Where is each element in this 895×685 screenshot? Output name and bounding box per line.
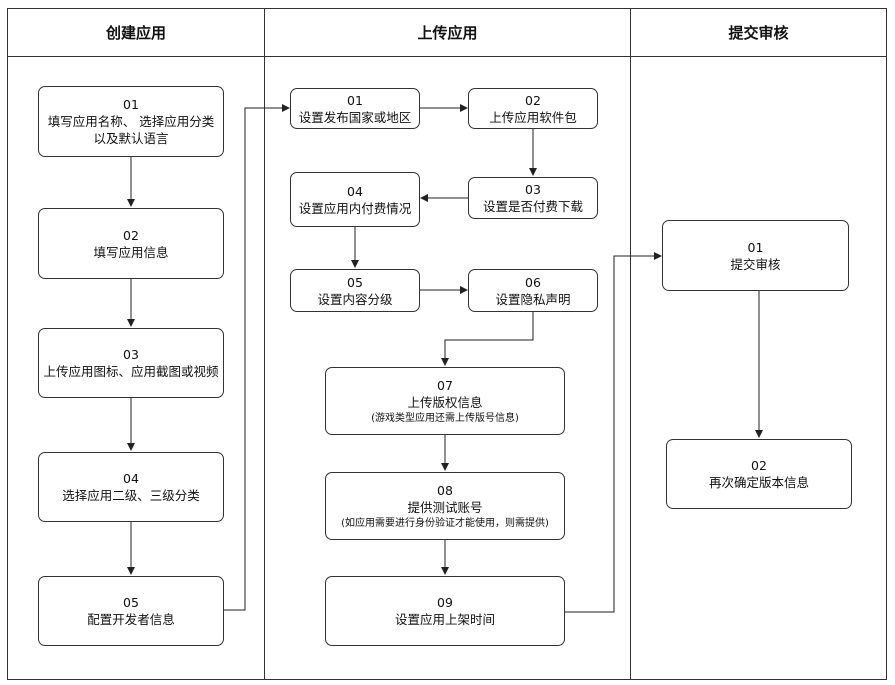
step-number: 02: [525, 92, 541, 108]
create-step-01: 01 填写应用名称、 选择应用分类 以及默认语言: [38, 86, 224, 157]
step-number: 05: [347, 274, 363, 290]
arrow-create05-upload01: [224, 104, 290, 611]
submit-step-02: 02 再次确定版本信息: [666, 439, 852, 509]
step-text: 配置开发者信息: [87, 612, 175, 627]
create-step-02: 02 填写应用信息: [38, 208, 224, 279]
step-text: 设置应用内付费情况: [298, 200, 412, 216]
upload-step-05: 05 设置内容分级: [290, 269, 420, 312]
step-number: 06: [525, 274, 541, 290]
step-number: 01: [747, 239, 764, 255]
step-text: 上传版权信息: [407, 394, 483, 410]
step-text: 设置应用上架时间: [394, 612, 495, 627]
create-step-05: 05 配置开发者信息: [38, 576, 224, 646]
step-text: 设置内容分级: [317, 291, 393, 307]
step-text: 选择应用二级、三级分类: [62, 488, 200, 503]
lane-title-upload: 上传应用: [417, 23, 478, 42]
step-number: 04: [123, 471, 139, 486]
arrow-upload09-submit01: [565, 252, 662, 613]
upload-step-03: 03 设置是否付费下载: [468, 177, 598, 219]
step-number: 03: [525, 182, 541, 197]
step-number: 02: [751, 458, 767, 473]
step-number: 04: [347, 183, 363, 199]
step-number: 01: [347, 92, 363, 108]
step-number: 08: [437, 482, 453, 498]
step-text: 再次确定版本信息: [708, 475, 809, 490]
create-step-04: 04 选择应用二级、三级分类: [38, 452, 224, 522]
upload-step-01: 01 设置发布国家或地区: [290, 88, 420, 129]
arrow-upload-06-07: [441, 312, 534, 366]
submit-step-01: 01 提交审核: [662, 220, 849, 291]
step-text: 上传应用软件包: [489, 109, 577, 125]
lane-title-submit: 提交审核: [728, 23, 789, 42]
create-step-03: 03 上传应用图标、应用截图或视频: [38, 328, 224, 398]
step-number: 02: [123, 227, 139, 243]
step-text: 设置是否付费下载: [482, 199, 583, 214]
step-number: 05: [123, 595, 139, 610]
step-number: 07: [437, 377, 453, 393]
upload-step-02: 02 上传应用软件包: [468, 88, 598, 129]
step-number: 09: [437, 595, 453, 610]
step-text: 提交审核: [730, 256, 781, 272]
step-note: (如应用需要进行身份验证才能使用，则需提供): [341, 517, 549, 529]
upload-step-07: 07 上传版权信息 (游戏类型应用还需上传版号信息): [325, 367, 565, 435]
step-note: (游戏类型应用还需上传版号信息): [371, 412, 519, 424]
lane-title-create: 创建应用: [105, 23, 166, 42]
step-text: 上传应用图标、应用截图或视频: [43, 364, 219, 379]
upload-step-06: 06 设置隐私声明: [468, 269, 598, 312]
step-text: 提供测试账号: [407, 499, 483, 515]
upload-step-09: 09 设置应用上架时间: [325, 576, 565, 646]
step-text: 设置隐私声明: [495, 291, 571, 307]
step-number: 01: [123, 97, 139, 112]
step-text: 填写应用名称、 选择应用分类: [47, 114, 215, 129]
step-text: 设置发布国家或地区: [298, 109, 412, 125]
upload-step-04: 04 设置应用内付费情况: [290, 172, 420, 227]
lane-frame: [7, 8, 887, 680]
step-text: 填写应用信息: [93, 244, 169, 260]
step-text: 以及默认语言: [93, 131, 169, 146]
upload-step-08: 08 提供测试账号 (如应用需要进行身份验证才能使用，则需提供): [325, 472, 565, 540]
step-number: 03: [123, 347, 139, 362]
